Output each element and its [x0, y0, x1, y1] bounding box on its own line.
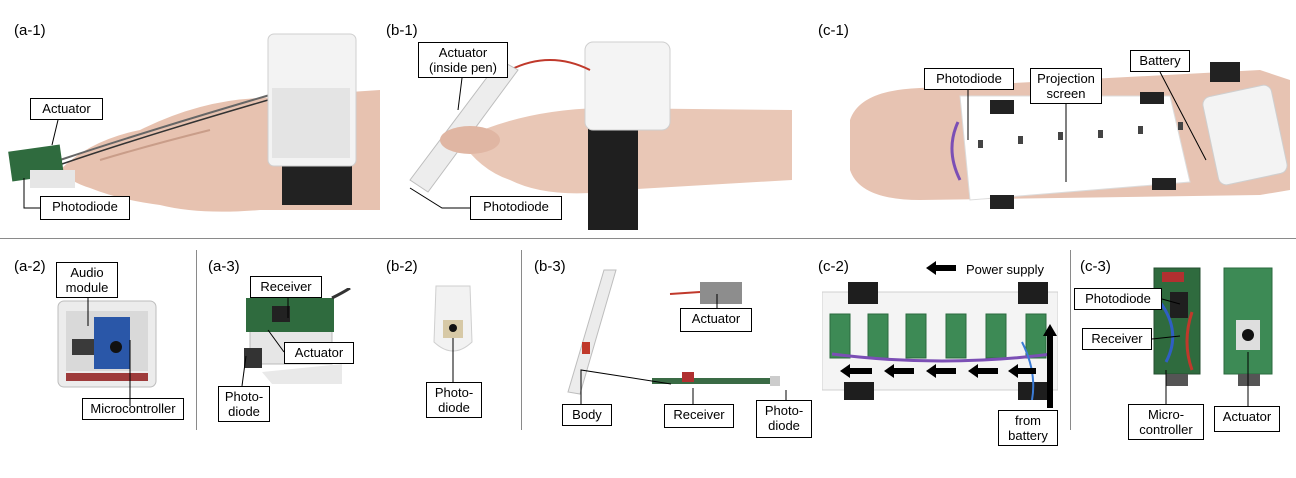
callout-photodiode-b1: Photodiode	[470, 196, 562, 220]
callout-audio-module-a2-line1: Audio	[70, 265, 104, 280]
flow-arrow-icon	[968, 364, 998, 378]
callout-photodiode-a3-line2: diode	[228, 403, 260, 419]
panel-label-c1: (c-1)	[818, 22, 849, 39]
photo-b1-pen-device	[400, 30, 792, 235]
callout-audio-module-a2: Audio module	[56, 262, 118, 298]
leader-lines-c3	[1151, 298, 1249, 406]
callout-photodiode-b3-line1: Photo-	[764, 403, 804, 418]
panel-label-a3: (a-3)	[208, 258, 240, 275]
callout-photodiode-b3: Photo- diode	[756, 400, 812, 438]
callout-from-battery-c2-line2: battery	[1008, 427, 1048, 443]
panel-label-b1: (b-1)	[386, 22, 418, 39]
callout-photodiode-b2-line2: diode	[438, 399, 470, 415]
leader-lines-b1	[409, 77, 470, 209]
callout-microcontroller-a2: Microcontroller	[82, 398, 184, 420]
callout-microcontroller-c3-line1: Micro-	[1147, 407, 1185, 422]
vertical-divider-b	[521, 250, 522, 430]
callout-actuator-b3: Actuator	[680, 308, 752, 332]
callout-actuator-c3: Actuator	[1214, 406, 1280, 432]
callout-photodiode-c3: Photodiode	[1074, 288, 1162, 310]
flow-arrow-icon	[840, 364, 872, 378]
flow-arrow-icon	[926, 364, 956, 378]
photo-b2-pen-tip	[428, 282, 478, 362]
panel-label-a2: (a-2)	[14, 258, 46, 275]
power-supply-label: Power supply	[966, 262, 1045, 277]
callout-photodiode-b2-line1: Photo-	[434, 385, 474, 400]
photo-c1-forearm-screen	[840, 40, 1296, 236]
callout-microcontroller-c3-line2: controller	[1139, 421, 1193, 437]
callout-actuator-a3: Actuator	[284, 342, 354, 364]
flow-arrow-icon	[1008, 364, 1036, 378]
callout-photodiode-b3-line2: diode	[768, 417, 800, 433]
panel-label-b2: (b-2)	[386, 258, 418, 275]
flow-arrow-icon	[884, 364, 914, 378]
vertical-divider-c	[1070, 250, 1071, 430]
callout-projection-c1-line1: Projection	[1037, 71, 1095, 86]
callout-projection-c1: Projection screen	[1030, 68, 1102, 104]
callout-projection-c1-line2: screen	[1046, 85, 1086, 101]
leader-lines-a3	[241, 298, 289, 387]
callout-from-battery-c2-line1: from	[1015, 413, 1041, 428]
callout-actuator-b1: Actuator (inside pen)	[418, 42, 508, 78]
callout-photodiode-a3: Photo- diode	[218, 386, 270, 422]
photo-a2-box-interior	[54, 295, 160, 390]
leader-lines-a1	[23, 119, 59, 209]
photo-b3-pen-parts	[560, 262, 786, 402]
photo-c3-boards	[1152, 262, 1276, 390]
callout-body-b3: Body	[562, 404, 612, 426]
arrows-c2	[840, 261, 1057, 408]
power-supply-arrow-icon	[926, 261, 956, 275]
leader-lines-b3	[580, 294, 787, 404]
leader-lines-c1	[967, 71, 1207, 182]
callout-receiver-a3: Receiver	[250, 276, 322, 298]
callout-photodiode-c1: Photodiode	[924, 68, 1014, 90]
panel-label-c2: (c-2)	[818, 258, 849, 275]
panel-label-c3: (c-3)	[1080, 258, 1111, 275]
horizontal-divider	[0, 238, 1296, 239]
callout-actuator-b1-line1: Actuator	[438, 45, 488, 60]
callout-photodiode-a1: Photodiode	[40, 196, 130, 220]
callout-receiver-b3: Receiver	[664, 404, 734, 428]
callout-actuator-b1-line2: (inside pen)	[429, 59, 497, 75]
vertical-divider-a	[196, 250, 197, 430]
callout-actuator-a1: Actuator	[30, 98, 103, 120]
callout-photodiode-a3-line1: Photo-	[224, 389, 264, 404]
callout-battery-c1: Battery	[1130, 50, 1190, 72]
callout-photodiode-b2: Photo- diode	[426, 382, 482, 418]
leader-lines-a2	[87, 298, 131, 406]
photo-a1-wrist-device	[0, 20, 380, 235]
callout-microcontroller-c3: Micro- controller	[1128, 404, 1204, 440]
leader-lines-b2	[452, 338, 454, 382]
panel-label-b3: (b-3)	[534, 258, 566, 275]
callout-from-battery-c2: from battery	[998, 410, 1058, 446]
callout-audio-module-a2-line2: module	[65, 279, 109, 295]
flow-arrow-icon	[1043, 324, 1057, 408]
panel-label-a1: (a-1)	[14, 22, 46, 39]
callout-receiver-c3: Receiver	[1082, 328, 1152, 350]
